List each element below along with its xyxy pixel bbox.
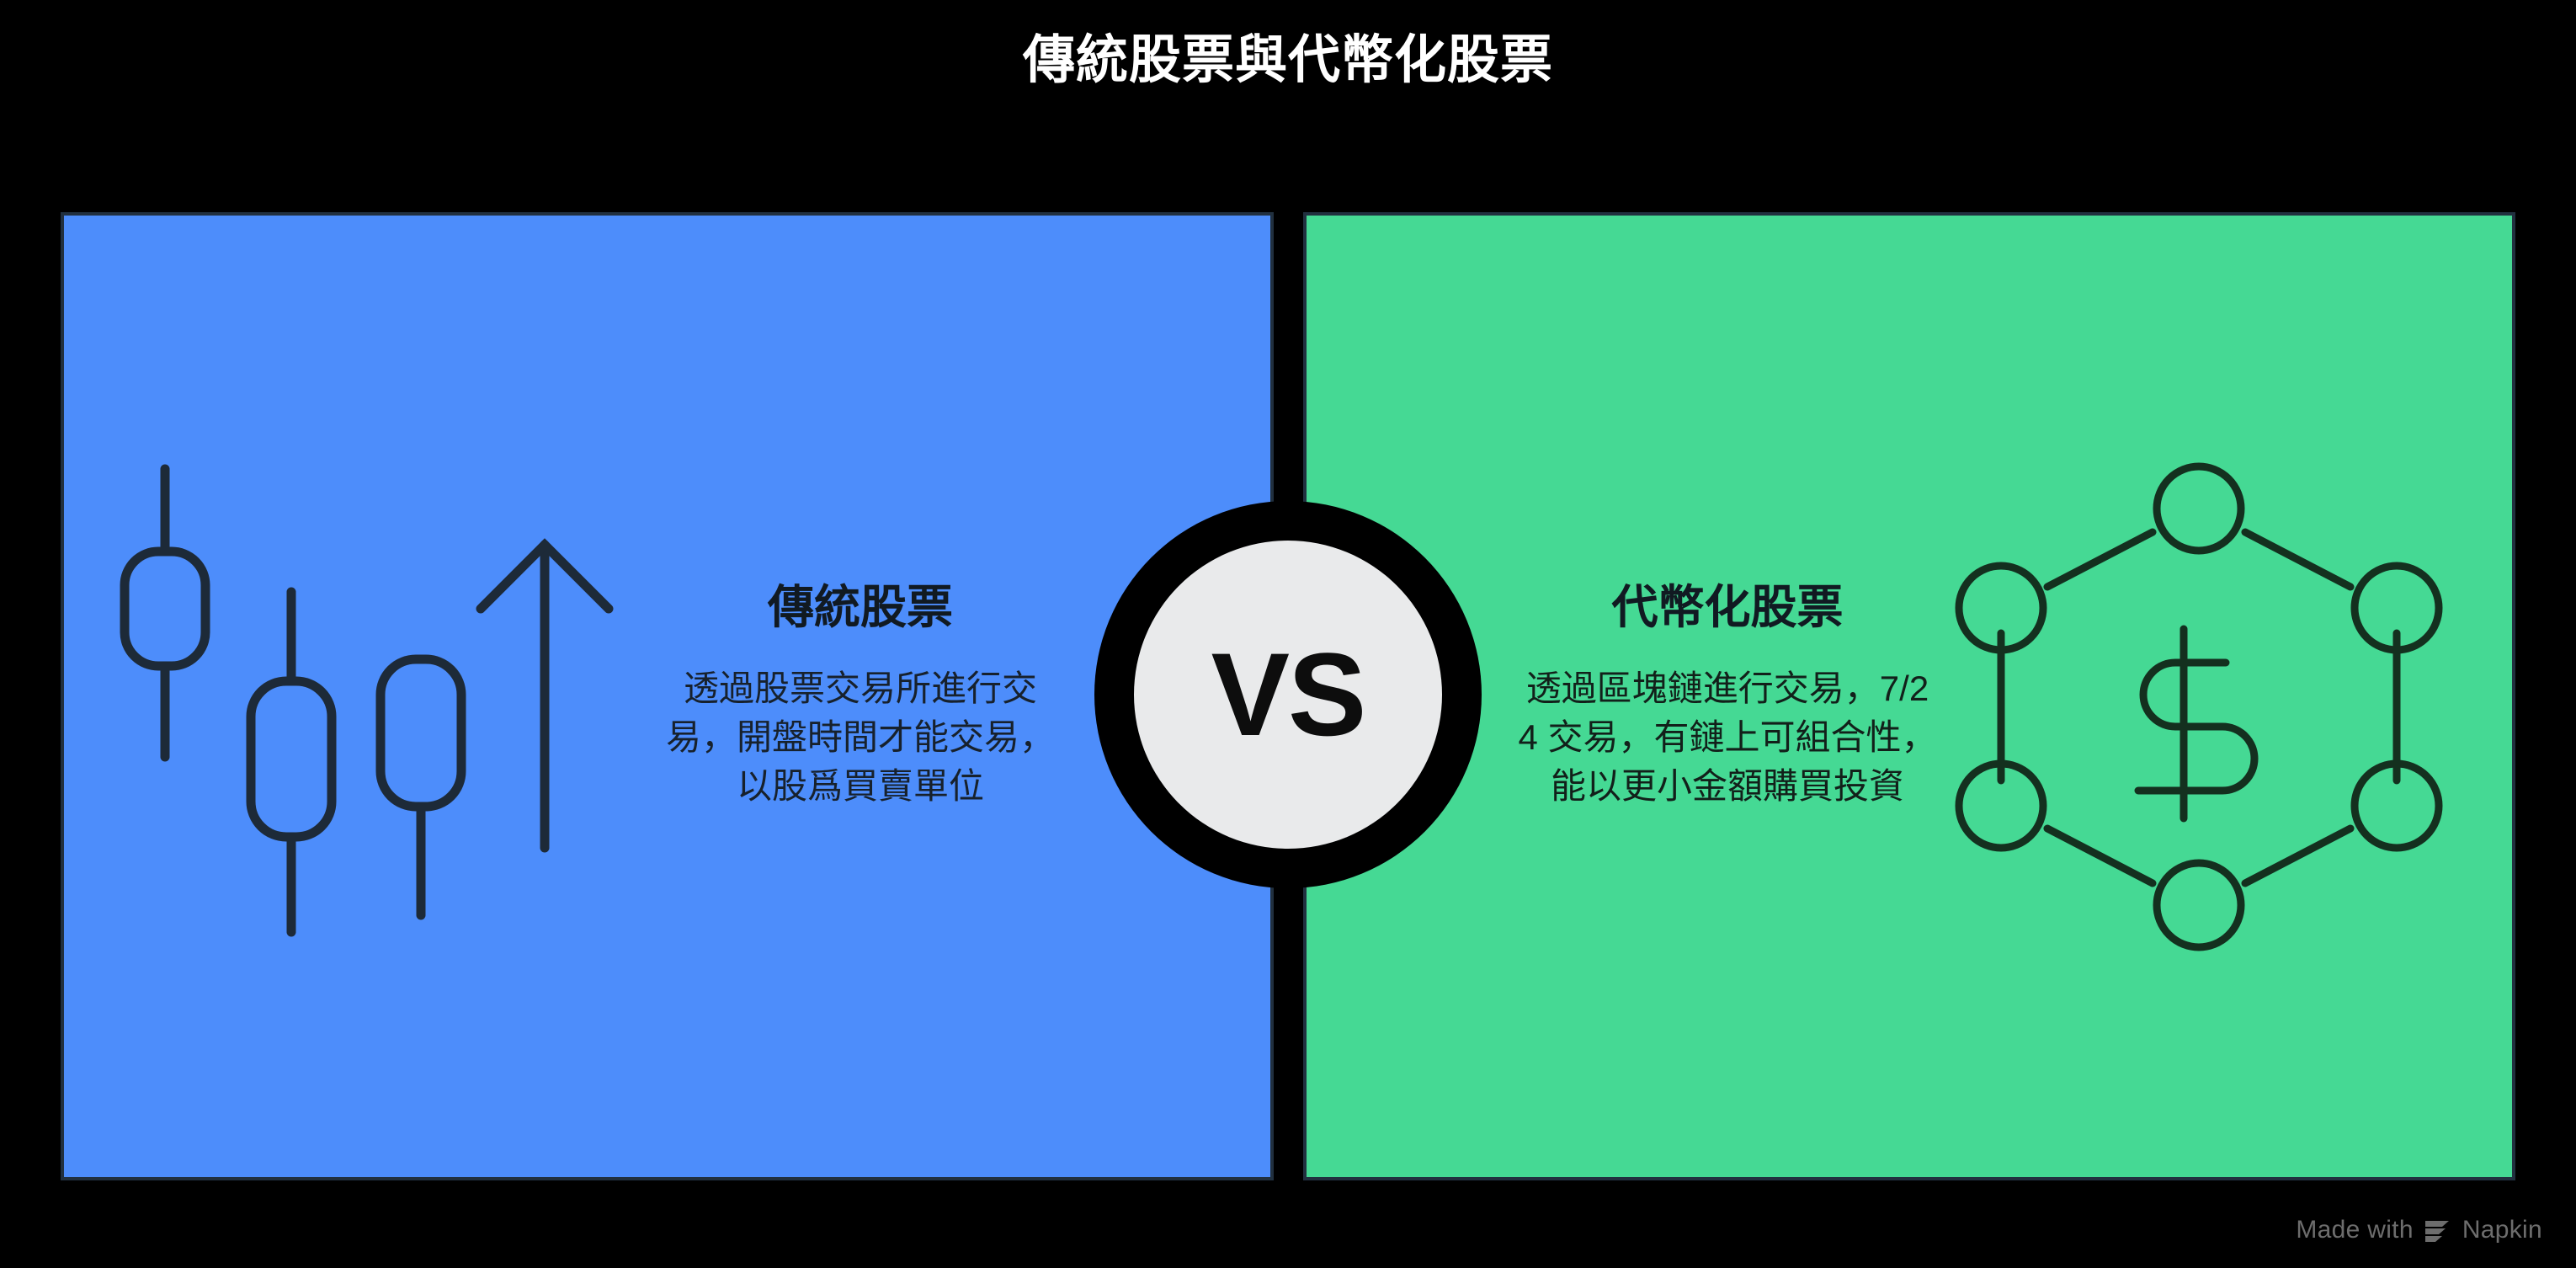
page-title: 傳統股票與代幣化股票	[1022, 31, 1553, 89]
watermark: Made with Napkin	[2296, 1216, 2542, 1244]
vs-label: VS	[1211, 628, 1367, 760]
panel-right-heading: 代幣化股票	[1611, 580, 1844, 633]
panel-tokenized-stocks: 代幣化股票 透過區塊鏈進行交易，7/24 交易，有鏈上可組合性，能以更小金額購買…	[1303, 212, 2515, 1180]
panel-right-text: 代幣化股票 透過區塊鏈進行交易，7/24 交易，有鏈上可組合性，能以更小金額購買…	[1517, 582, 1938, 811]
candlestick-chart-icon	[113, 461, 635, 937]
panel-right-body: 透過區塊鏈進行交易，7/24 交易，有鏈上可組合性，能以更小金額購買投資	[1518, 669, 1937, 807]
napkin-logo-icon	[2424, 1217, 2452, 1243]
watermark-brand: Napkin	[2462, 1216, 2542, 1244]
panel-traditional-stocks: 傳統股票 透過股票交易所進行交易，開盤時間才能交易，以股爲買賣單位	[61, 212, 1274, 1180]
vs-badge-inner: VS	[1134, 541, 1442, 849]
blockchain-hexagon-dollar-icon	[1955, 461, 2477, 951]
watermark-prefix: Made with	[2296, 1216, 2414, 1244]
vs-badge: VS	[1094, 501, 1482, 888]
panel-left-heading: 傳統股票	[767, 580, 953, 633]
panel-left-text: 傳統股票 透過股票交易所進行交易，開盤時間才能交易，以股爲買賣單位	[650, 582, 1071, 811]
panel-left-body: 透過股票交易所進行交易，開盤時間才能交易，以股爲買賣單位	[665, 669, 1055, 807]
